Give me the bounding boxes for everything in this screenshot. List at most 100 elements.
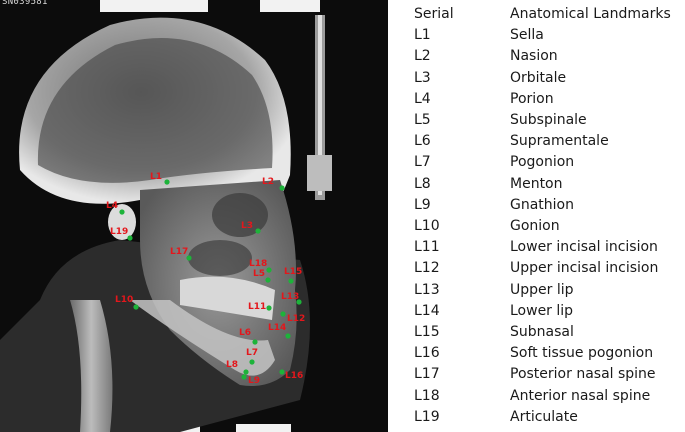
landmark-point-l18: [266, 267, 272, 273]
row-serial: L7: [414, 154, 431, 171]
landmark-label-l8: L8: [226, 360, 238, 370]
landmark-point-l3: [255, 228, 261, 234]
film-clip-bottom-right: [236, 424, 291, 432]
landmark-label-l3: L3: [241, 221, 253, 231]
row-landmark-name: Upper lip: [510, 281, 574, 298]
nasion-rod-highlight: [318, 15, 322, 195]
row-landmark-name: Menton: [510, 175, 563, 192]
row-landmark-name: Lower incisal incision: [510, 239, 658, 256]
landmark-point-l11: [266, 305, 272, 311]
landmark-label-l11: L11: [248, 302, 266, 312]
row-landmark-name: Nasion: [510, 48, 558, 65]
landmark-point-l1: [164, 179, 170, 185]
table-row: L4 Porion: [414, 91, 682, 112]
landmark-point-l16: [279, 369, 285, 375]
row-serial: L13: [414, 281, 440, 298]
specimen-id: SN039581: [2, 0, 48, 7]
row-serial: L14: [414, 302, 440, 319]
table-row: L9 Gnathion: [414, 197, 682, 218]
row-serial: L9: [414, 196, 431, 213]
row-serial: L3: [414, 69, 431, 86]
landmark-label-l4: L4: [106, 201, 118, 211]
mandible: [130, 300, 275, 376]
landmark-label-l18: L18: [249, 259, 267, 269]
row-serial: L15: [414, 324, 440, 340]
table-header: Serial Anatomical Landmarks: [414, 6, 682, 27]
landmark-label-l15: L15: [284, 267, 302, 277]
row-landmark-name: Upper incisal incision: [510, 260, 659, 277]
row-serial: L6: [414, 133, 431, 150]
row-landmark-name: Porion: [510, 90, 554, 107]
landmark-point-l4: [119, 209, 125, 215]
landmark-point-l15: [288, 278, 294, 284]
landmark-label-l9: L9: [248, 376, 260, 386]
row-landmark-name: Subspinale: [510, 112, 587, 128]
landmark-label-l10: L10: [115, 295, 133, 305]
film-clip-top-left: [100, 0, 208, 12]
landmark-point-l13: [296, 299, 302, 305]
landmark-point-l8: [243, 369, 249, 375]
row-serial: L1: [414, 27, 431, 44]
table-row: L6 Supramentale: [414, 133, 682, 154]
table-row: L14 Lower lip: [414, 303, 682, 324]
landmark-label-l19: L19: [110, 227, 128, 237]
landmark-label-l6: L6: [239, 328, 251, 338]
table-row: L13 Upper lip: [414, 282, 682, 303]
landmark-label-l1: L1: [150, 172, 162, 182]
cervical-spine: [70, 300, 113, 432]
table-row: L16 Soft tissue pogonion: [414, 345, 682, 366]
orbit: [212, 193, 268, 237]
landmark-point-l6: [252, 339, 258, 345]
table-row: L12 Upper incisal incision: [414, 260, 682, 281]
landmark-point-l2: [279, 185, 285, 191]
film-clip-top-right: [260, 0, 320, 12]
row-serial: L12: [414, 260, 440, 277]
row-landmark-name: Soft tissue pogonion: [510, 345, 654, 362]
row-landmark-name: Posterior nasal spine: [510, 366, 656, 383]
table-row: L7 Pogonion: [414, 154, 682, 175]
landmark-point-l7: [249, 359, 255, 365]
landmark-label-l16: L16: [285, 371, 303, 381]
row-landmark-name: Sella: [510, 27, 544, 44]
landmark-point-l17: [186, 255, 192, 261]
row-serial: L10: [414, 218, 440, 234]
row-serial: L16: [414, 345, 440, 362]
landmark-point-l12: [280, 311, 286, 317]
ear-rod: [108, 204, 136, 240]
landmark-label-l5: L5: [253, 269, 265, 279]
header-serial: Serial: [414, 6, 454, 22]
landmark-point-l19: [127, 235, 133, 241]
landmark-label-l12: L12: [287, 314, 305, 324]
landmark-label-l2: L2: [262, 177, 274, 187]
cranial-cavity: [37, 38, 273, 183]
landmark-label-l13: L13: [281, 292, 299, 302]
landmark-label-l7: L7: [246, 348, 258, 358]
teeth: [180, 276, 275, 320]
row-serial: L4: [414, 90, 431, 107]
row-landmark-name: Subnasal: [510, 324, 574, 340]
row-landmark-name: Articulate: [510, 408, 578, 425]
row-landmark-name: Pogonion: [510, 154, 575, 171]
landmark-label-l14: L14: [268, 323, 286, 333]
landmark-point-l14: [285, 333, 291, 339]
row-landmark-name: Anterior nasal spine: [510, 387, 651, 404]
landmark-label-l17: L17: [170, 247, 188, 257]
row-landmark-name: Lower lip: [510, 302, 574, 319]
table-row: L15 Subnasal: [414, 324, 682, 345]
landmark-point-l9: [241, 374, 247, 380]
row-landmark-name: Gnathion: [510, 196, 574, 213]
landmark-point-l5: [265, 277, 271, 283]
row-landmark-name: Supramentale: [510, 133, 609, 150]
